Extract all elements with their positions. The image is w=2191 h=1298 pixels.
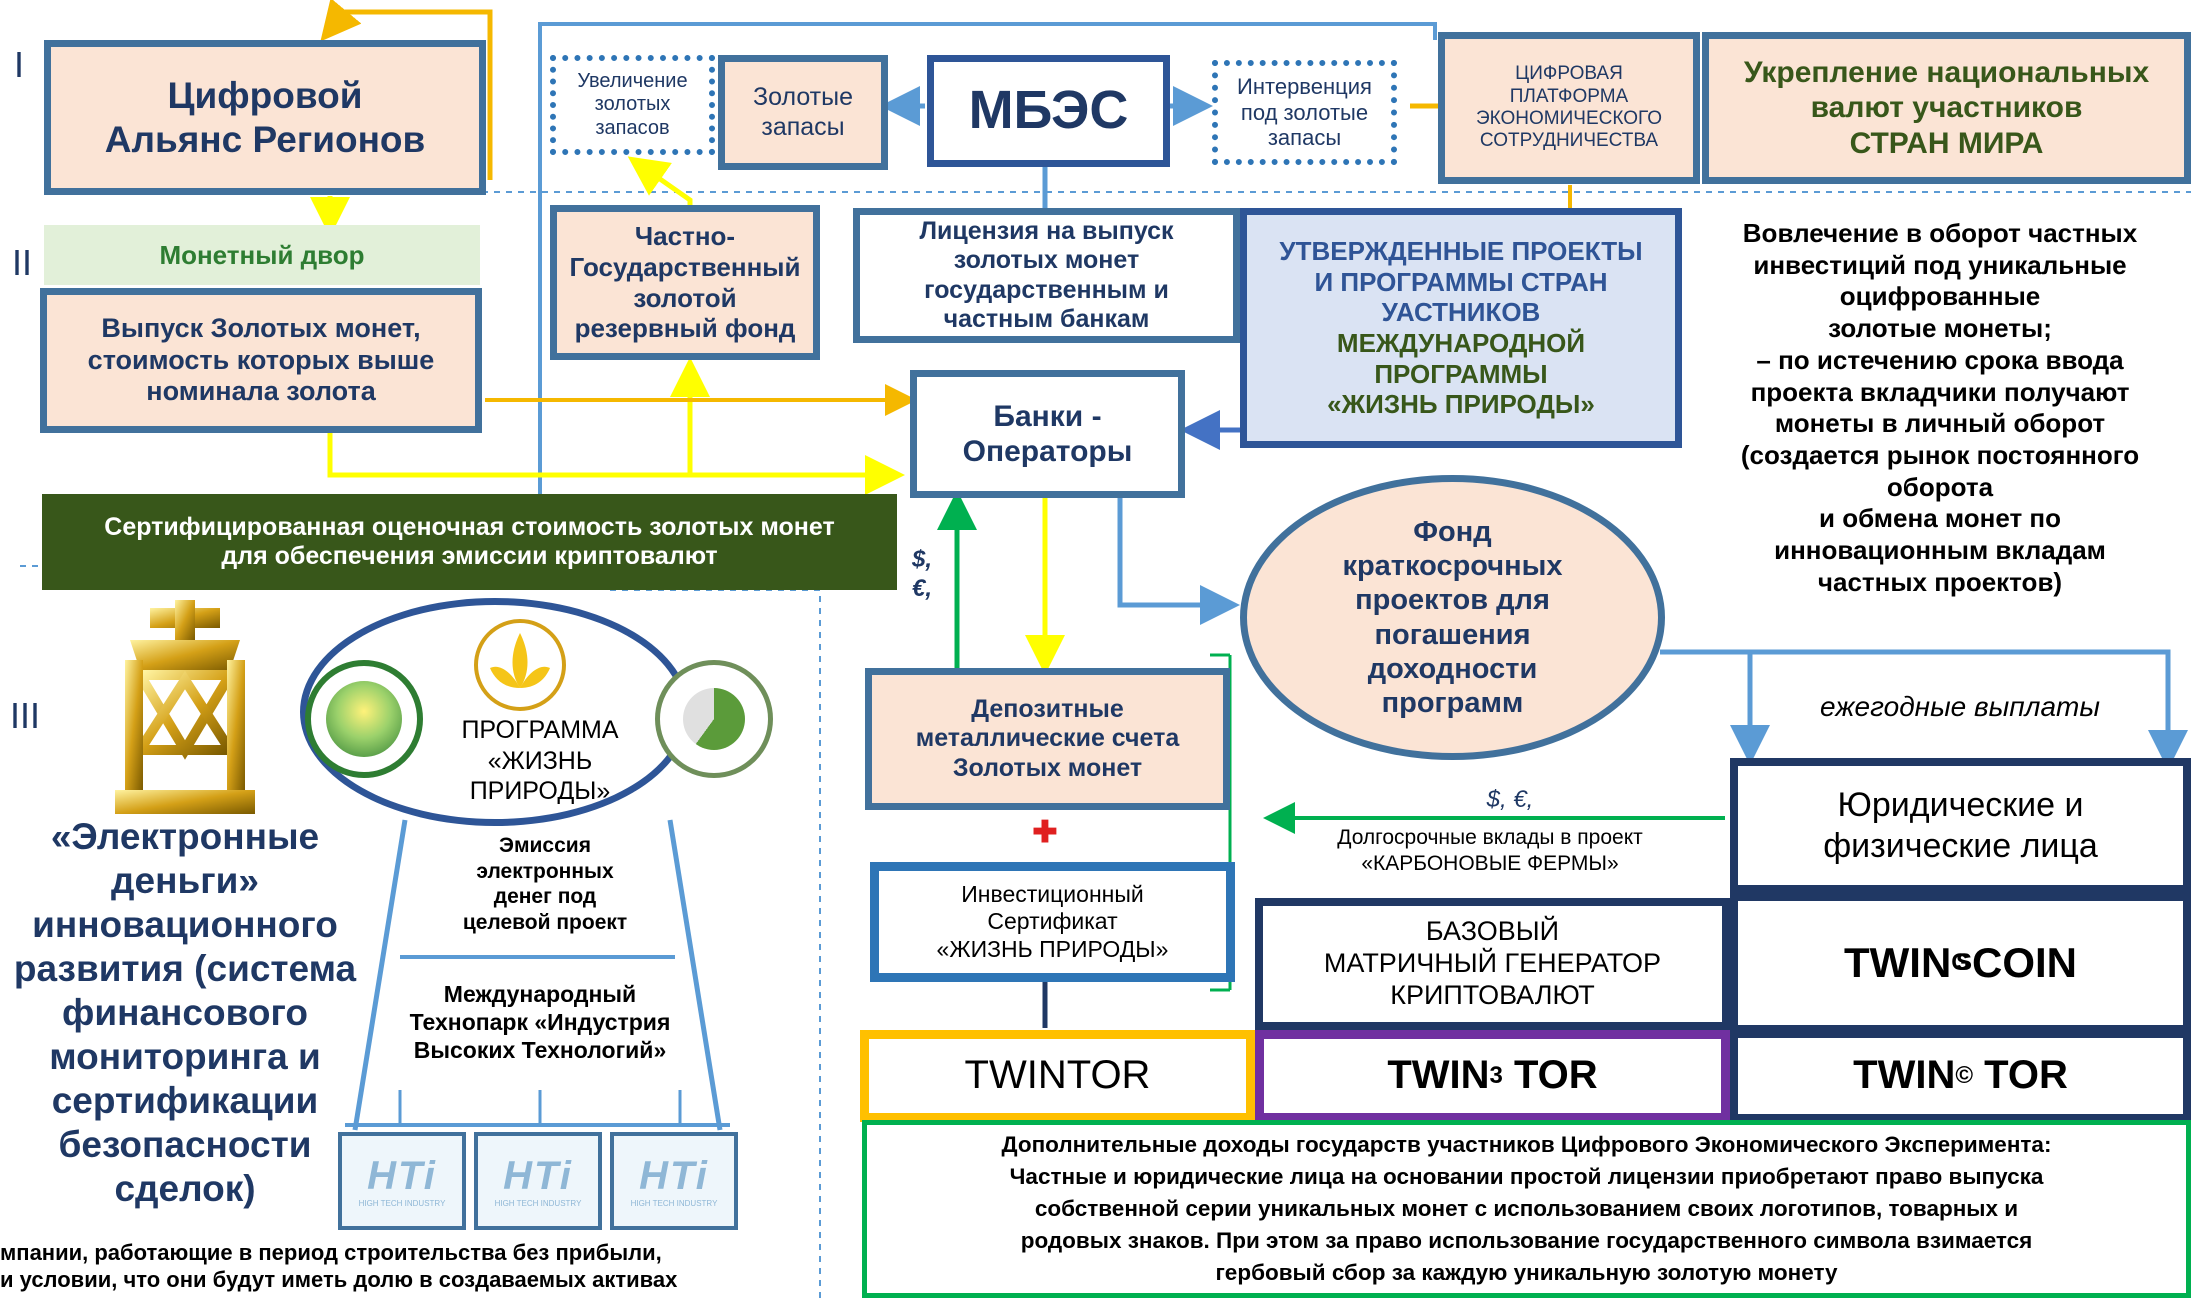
plus-icon: ✚ xyxy=(1032,816,1058,849)
comarca-emblem-icon xyxy=(305,660,423,778)
certified-value-banner: Сертифицированная оценочная стоимость зо… xyxy=(42,494,897,590)
gold-emblem-icon xyxy=(110,600,260,820)
mint-label: Монетный двор xyxy=(44,225,480,285)
companies-note: мпании, работающие в период строительств… xyxy=(0,1240,678,1292)
level-two-label: II xyxy=(12,242,33,283)
annual-payments-label: ежегодные выплаты xyxy=(1820,691,2100,722)
twintor-box: TWINTOR xyxy=(860,1030,1255,1122)
lotus-emblem-icon xyxy=(470,618,570,713)
longterm-deposits-text: Долгосрочные вклады в проект«КАРБОНОВЫЕ … xyxy=(1337,826,1643,875)
program-oval-label: ПРОГРАММА«ЖИЗНЬ ПРИРОДЫ» xyxy=(461,716,619,805)
carbon-bank-emblem-icon xyxy=(655,660,773,778)
twinc-tor-box: TWIN© TOR xyxy=(1730,1030,2191,1122)
gold-coins-issue-box: Выпуск Золотых монет,стоимость которых в… xyxy=(40,288,482,433)
mbes-box: МБЭС xyxy=(927,55,1170,167)
currency-horizontal-label: $, €, xyxy=(1486,786,1534,813)
level-three-label: III xyxy=(10,695,41,736)
currency-vertical-label: $,€, xyxy=(912,546,933,603)
operator-banks-box: Банки -Операторы xyxy=(910,370,1185,498)
additional-income-box: Дополнительные доходы государств участни… xyxy=(862,1120,2191,1298)
level-one-label: I xyxy=(14,44,25,85)
